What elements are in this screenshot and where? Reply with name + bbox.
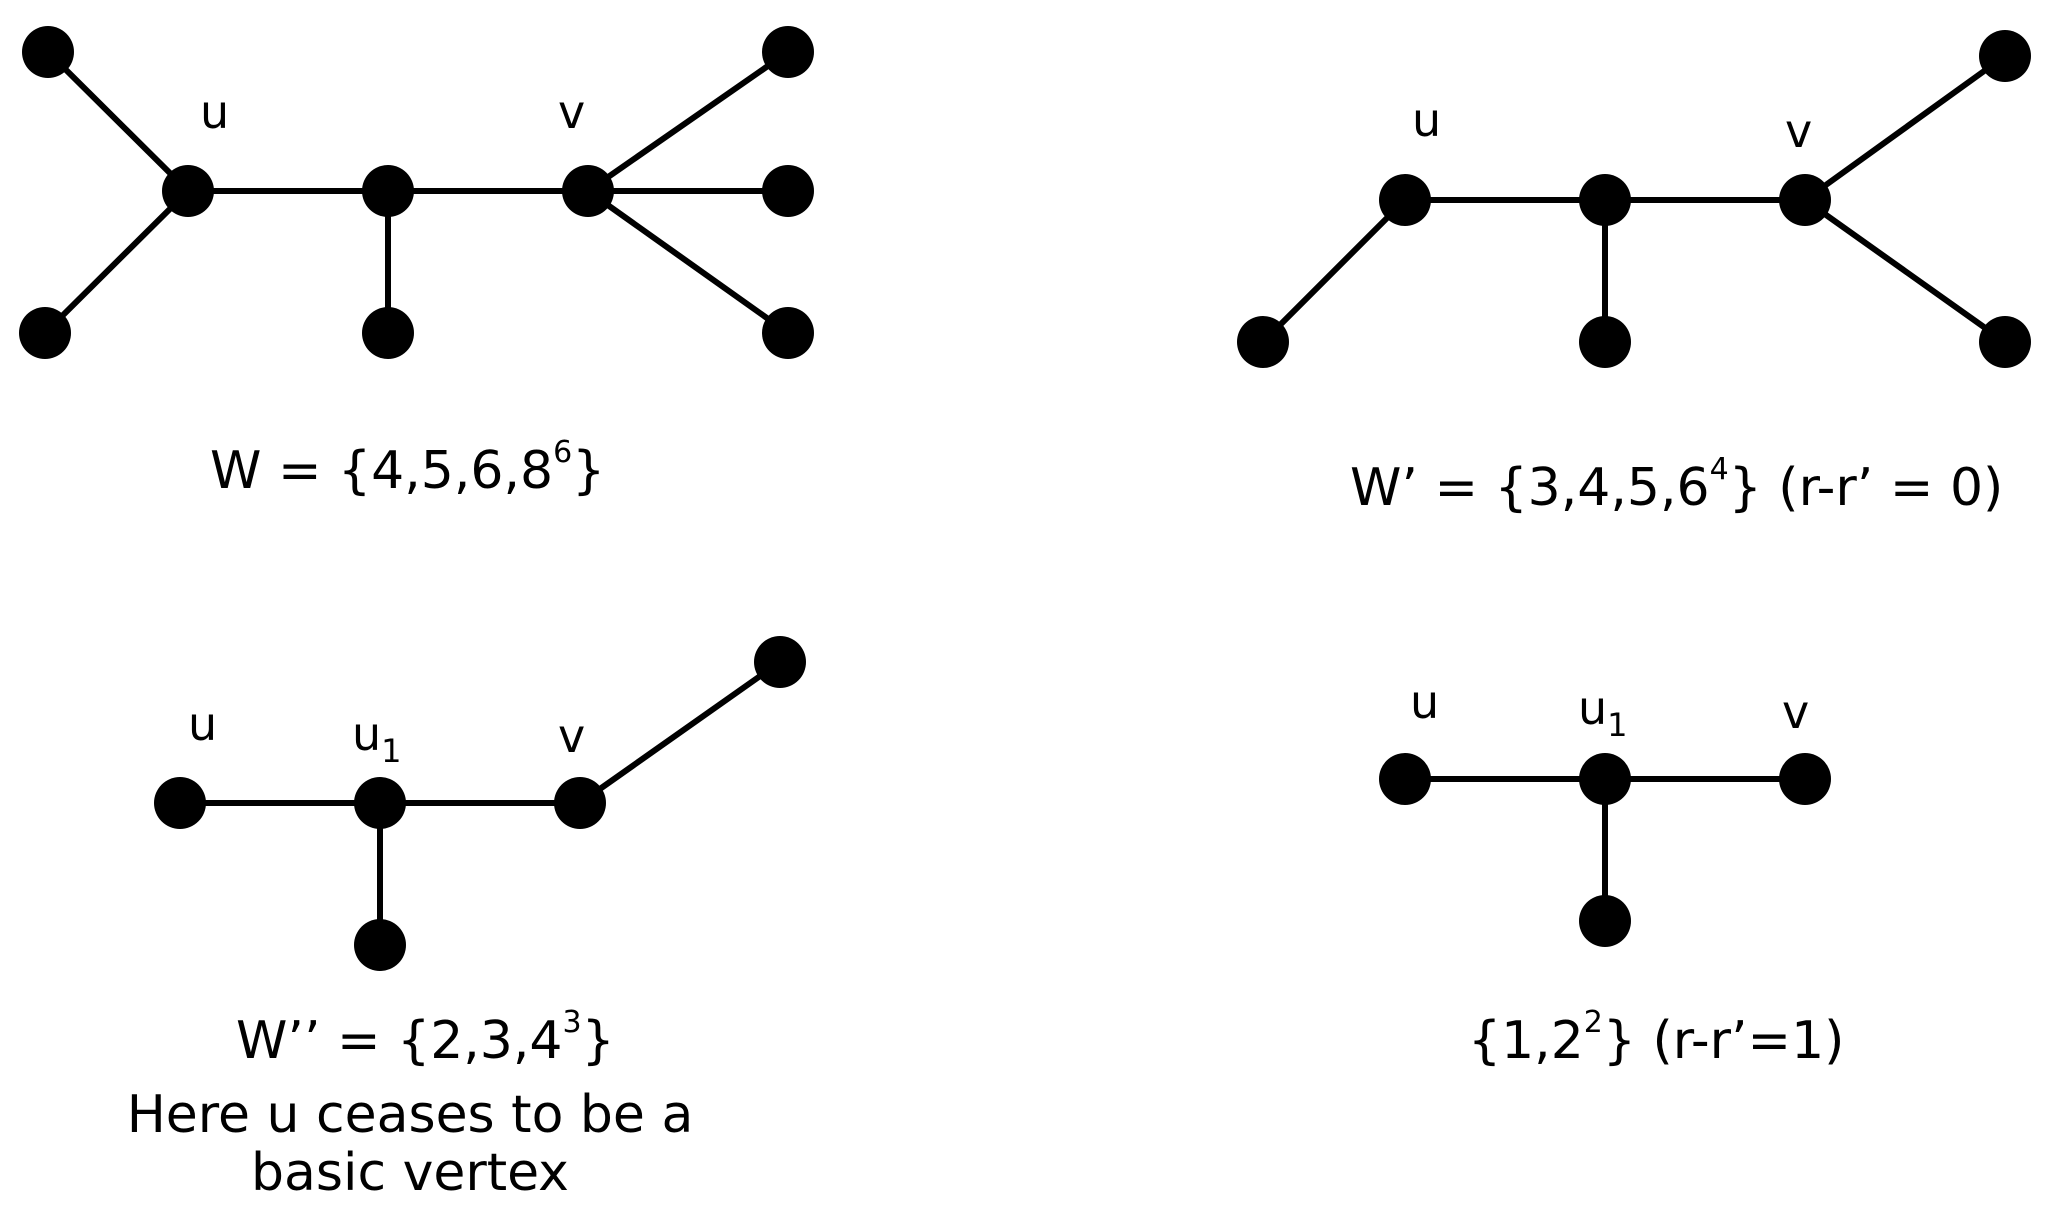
vertex-label-u: u [1412, 93, 1441, 147]
leaf-vertex [362, 307, 414, 359]
vertex-u1 [1579, 753, 1631, 805]
vertex-u [154, 777, 206, 829]
label-base: u [352, 707, 381, 761]
vertex-label-v: v [1785, 104, 1812, 158]
caption-w-double-prime: W’’ = {2,3,43} [236, 1005, 615, 1071]
vertex-u [1379, 174, 1431, 226]
vertex-u [1379, 753, 1431, 805]
vertex-label-v: v [558, 709, 585, 763]
panel-w-graph: u v W = {4,5,6,86} [19, 26, 814, 501]
caption-superscript: 6 [553, 435, 572, 470]
edge [42, 188, 191, 336]
caption-superscript: 3 [563, 1005, 582, 1040]
leaf-vertex [354, 919, 406, 971]
middle-vertex [1579, 174, 1631, 226]
middle-vertex [362, 165, 414, 217]
edge [585, 49, 791, 194]
caption-main: {1,2 [1468, 1011, 1584, 1071]
label-subscript: 1 [1607, 706, 1627, 744]
note-line-2: basic vertex [251, 1143, 569, 1203]
vertex-label-u1: u1 [352, 707, 402, 770]
leaf-vertex [762, 307, 814, 359]
caption-tail: } [582, 1011, 615, 1071]
vertex-label-u: u [1410, 675, 1439, 729]
leaf-vertex [1237, 316, 1289, 368]
leaf-vertex [1579, 895, 1631, 947]
leaf-vertex [1979, 30, 2031, 82]
vertex-u [162, 165, 214, 217]
caption-final: {1,22} (r-r’=1) [1468, 1005, 1844, 1071]
leaf-vertex [19, 307, 71, 359]
caption-w-prime: W’ = {3,4,5,64} (r-r’ = 0) [1350, 452, 2003, 518]
caption-main: W’’ = {2,3,4 [236, 1011, 563, 1071]
edge [45, 49, 191, 194]
caption-main: W = {4,5,6,8 [210, 441, 553, 501]
label-base: u [1578, 681, 1607, 735]
label-subscript: 1 [381, 732, 401, 770]
caption-superscript: 4 [1710, 452, 1729, 487]
edge [1802, 197, 2008, 345]
edge [1260, 197, 1408, 345]
edge [1802, 53, 2008, 203]
leaf-vertex [754, 636, 806, 688]
panel-final-graph: u u1 v {1,22} (r-r’=1) [1379, 675, 1844, 1071]
edge [577, 659, 783, 806]
vertex-label-v: v [1782, 685, 1809, 739]
leaf-vertex [1979, 316, 2031, 368]
vertex-label-u: u [188, 697, 217, 751]
vertex-v [1779, 753, 1831, 805]
vertex-label-u: u [200, 85, 229, 139]
caption-tail: } [572, 441, 605, 501]
caption-superscript: 2 [1584, 1005, 1603, 1040]
vertex-label-v: v [558, 85, 585, 139]
vertex-v [554, 777, 606, 829]
vertex-label-u1: u1 [1578, 681, 1628, 744]
caption-tail: } (r-r’=1) [1603, 1011, 1845, 1071]
leaf-vertex [1579, 316, 1631, 368]
panel-w-prime-graph: u v W’ = {3,4,5,64} (r-r’ = 0) [1237, 30, 2031, 518]
caption-tail: } (r-r’ = 0) [1729, 458, 2004, 518]
edge [585, 188, 791, 336]
caption-w: W = {4,5,6,86} [210, 435, 605, 501]
leaf-vertex [762, 26, 814, 78]
caption-main: W’ = {3,4,5,6 [1350, 458, 1710, 518]
vertex-u1 [354, 777, 406, 829]
leaf-vertex [762, 165, 814, 217]
note-line-1: Here u ceases to be a [127, 1085, 694, 1145]
leaf-vertex [22, 26, 74, 78]
vertex-v [562, 165, 614, 217]
vertex-v [1779, 174, 1831, 226]
panel-w-double-prime-graph: u u1 v W’’ = {2,3,43} Here u ceases to b… [127, 636, 806, 1203]
